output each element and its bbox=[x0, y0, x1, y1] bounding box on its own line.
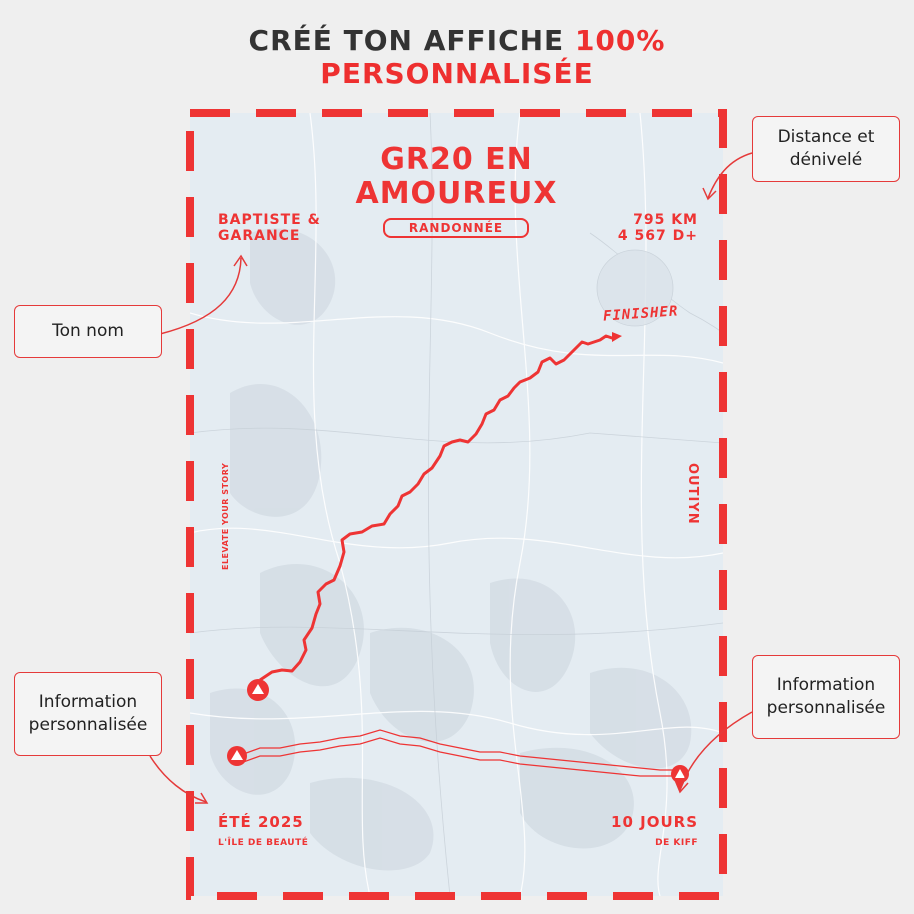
callout-name-text: Ton nom bbox=[52, 321, 124, 341]
poster-title: GR20 EN AMOUREUX bbox=[190, 143, 723, 211]
poster-names-line-2: GARANCE bbox=[218, 228, 301, 244]
elevation-value: 4 567 D+ bbox=[617, 228, 698, 244]
duration-label: 10 JOURS bbox=[611, 813, 698, 831]
headline: CRÉÉ TON AFFICHE 100% PERSONNALISÉE bbox=[0, 24, 914, 90]
callout-distance-line-1: Distance et bbox=[777, 127, 875, 147]
poster-names-line-1: BAPTISTE & bbox=[218, 212, 321, 228]
poster-title-line-1: GR20 EN bbox=[380, 142, 533, 177]
map-road bbox=[589, 232, 723, 334]
map-road bbox=[190, 312, 723, 364]
callout-info-right: Information personnalisée bbox=[752, 655, 900, 739]
fun-label: DE KIFF bbox=[655, 838, 698, 848]
terrain-patch bbox=[250, 228, 336, 325]
callout-distance-line-2: dénivelé bbox=[789, 150, 863, 170]
callout-info-left-line-1: Information bbox=[38, 692, 138, 712]
callout-info-right-line-1: Information bbox=[776, 675, 876, 695]
side-slogan: ELEVATE YOUR STORY bbox=[221, 462, 230, 570]
place-label: L'ÎLE DE BEAUTÉ bbox=[218, 838, 309, 848]
season-label: ÉTÉ 2025 bbox=[218, 813, 304, 831]
headline-line-1: CRÉÉ TON AFFICHE 100% bbox=[0, 24, 914, 57]
callout-distance: Distance et dénivelé bbox=[752, 116, 900, 182]
poster-dashed-frame bbox=[186, 109, 727, 900]
headline-line-2: PERSONNALISÉE bbox=[320, 57, 594, 90]
headline-accent-100: 100% bbox=[574, 24, 666, 57]
poster-stats: 795 KM 4 567 D+ bbox=[560, 212, 698, 244]
callout-name: Ton nom bbox=[14, 305, 162, 358]
poster-title-line-2: AMOUREUX bbox=[355, 176, 558, 211]
callout-info-left-line-2: personnalisée bbox=[28, 715, 148, 735]
activity-badge: RANDONNÉE bbox=[383, 218, 529, 238]
callout-info-left: Information personnalisée bbox=[14, 672, 162, 756]
side-brand-logo: OUTIYN bbox=[685, 463, 700, 525]
callout-info-right-line-2: personnalisée bbox=[766, 698, 886, 718]
poster-names: BAPTISTE & GARANCE bbox=[218, 212, 321, 244]
terrain-patch bbox=[310, 777, 434, 871]
headline-main-text: CRÉÉ TON AFFICHE bbox=[248, 24, 575, 57]
map-road bbox=[190, 710, 723, 736]
city-area bbox=[596, 249, 674, 327]
distance-value: 795 KM bbox=[633, 212, 698, 228]
